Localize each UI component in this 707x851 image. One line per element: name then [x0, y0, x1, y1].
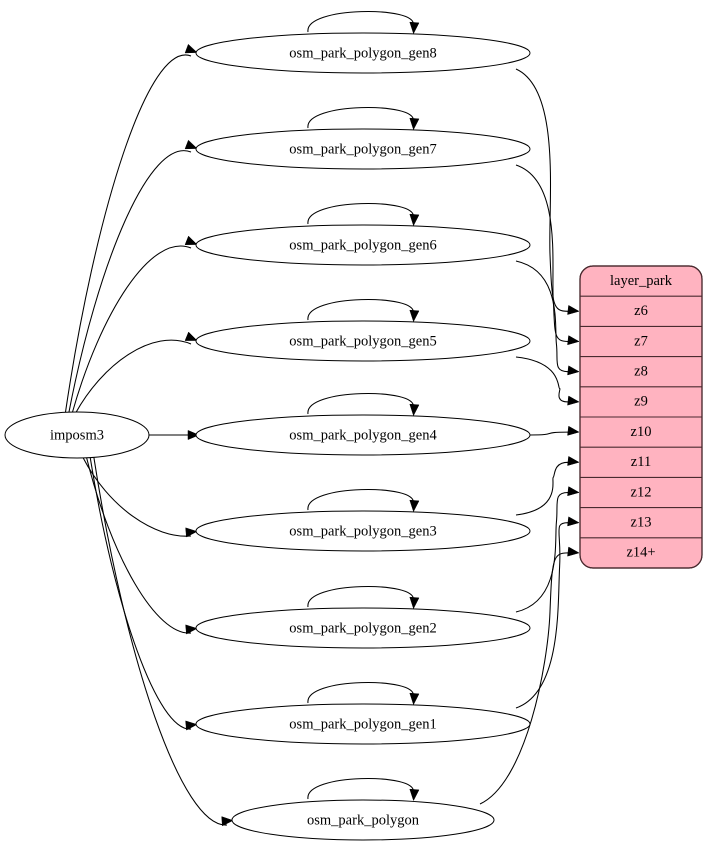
node-gen4-label: osm_park_polygon_gen4: [289, 427, 437, 443]
node-base[interactable]: [231, 799, 495, 841]
self-loop-gen4: [307, 392, 414, 415]
edge-arrowhead-imposm3-gen6: [184, 235, 198, 245]
node-gen3-label: osm_park_polygon_gen3: [289, 523, 436, 539]
node-gen6-label: osm_park_polygon_gen6: [289, 237, 436, 253]
edge-arrowhead-imposm3-gen2: [185, 624, 198, 635]
edge-imposm3-to-gen3: [82, 456, 192, 537]
self-loop-gen3: [307, 488, 414, 511]
self-loop-gen7: [307, 106, 414, 129]
node-gen8[interactable]: [195, 32, 531, 74]
self-loop-arrowhead-gen2: [409, 596, 420, 610]
record-header-label: layer_park: [610, 273, 673, 289]
record-row-label: z10: [631, 424, 652, 440]
node-base-label: osm_park_polygon: [307, 812, 420, 828]
node-gen8-label: osm_park_polygon_gen8: [289, 45, 436, 61]
self-loop-arrowhead-gen4: [409, 403, 420, 417]
record-row-label: z14+: [626, 545, 655, 561]
edge-arrowhead-gen2-row: [567, 486, 580, 497]
record-row-label: z13: [631, 515, 652, 531]
record-row-label: z11: [631, 454, 651, 470]
self-loop-arrowhead-gen5: [409, 309, 420, 323]
edge-arrowhead-imposm3-base: [221, 816, 234, 827]
node-gen2-label: osm_park_polygon_gen2: [289, 620, 436, 636]
self-loops-layer: [307, 10, 420, 802]
record-node-outline: [579, 265, 703, 569]
edge-imposm3-to-gen7: [68, 150, 192, 414]
record-row-label: z7: [634, 333, 648, 349]
node-imposm3-label: imposm3: [50, 427, 104, 443]
self-loop-arrowhead-gen6: [409, 213, 420, 227]
edge-gen1-to-z13: [515, 522, 569, 709]
node-gen1[interactable]: [195, 703, 531, 745]
nodes-layer: imposm3 osm_park_polygon_gen8 osm_park_pol…: [4, 32, 531, 841]
node-gen2[interactable]: [195, 607, 531, 649]
record-row-label: z6: [634, 303, 648, 319]
edge-imposm3-to-gen8: [64, 54, 192, 414]
self-loop-gen2: [307, 585, 414, 608]
edge-gen5-to-z9: [515, 356, 569, 403]
self-loop-arrowhead-gen1: [409, 692, 420, 706]
edge-imposm3-to-gen2: [85, 456, 192, 634]
node-gen1-label: osm_park_polygon_gen1: [289, 716, 436, 732]
edge-imposm3-to-gen1: [89, 456, 192, 730]
edge-arrowhead-imposm3-gen4: [187, 430, 200, 440]
edge-gen4-to-z10: [529, 431, 569, 436]
self-loop-gen1: [307, 681, 414, 704]
node-gen6[interactable]: [195, 224, 531, 266]
edge-gen6-to-z8: [515, 260, 569, 373]
node-gen4[interactable]: [195, 414, 531, 456]
edge-imposm3-to-gen5: [75, 339, 192, 414]
edge-gen2-to-z12: [515, 491, 569, 613]
self-loop-gen5: [307, 298, 414, 321]
edge-arrowhead-gen6-row: [567, 365, 580, 376]
edge-arrowhead-gen5-row: [567, 395, 580, 406]
record-row-label: z9: [634, 394, 648, 410]
self-loop-arrowhead-gen3: [409, 499, 420, 513]
edge-arrowhead-gen1-row: [567, 516, 580, 527]
self-loop-arrowhead-gen8: [409, 21, 420, 35]
record-row-label: z12: [631, 484, 652, 500]
self-loop-gen6: [307, 202, 414, 225]
edge-imposm3-to-base: [93, 456, 228, 826]
edge-arrowhead-imposm3-gen7: [184, 139, 198, 150]
self-loop-arrowhead-gen7: [409, 117, 420, 131]
self-loop-arrowhead-base: [409, 788, 420, 802]
node-gen5[interactable]: [195, 320, 531, 362]
self-loop-base: [307, 777, 414, 800]
record-row-label: z8: [634, 364, 648, 380]
node-gen3[interactable]: [195, 510, 531, 552]
edge-arrowhead-gen4-row: [567, 425, 580, 436]
node-gen5-label: osm_park_polygon_gen5: [289, 333, 436, 349]
edge-imposm3-to-gen6: [71, 245, 192, 414]
edge-arrowhead-gen3-row: [567, 456, 580, 466]
edge-base-to-z14plus: [479, 552, 569, 805]
edges-layer: [64, 43, 580, 827]
record-node-layer: layer_park z6 z7 z8 z9 z10 z11 z12 z13 z14+: [579, 265, 703, 569]
self-loop-gen8: [307, 10, 414, 33]
edge-arrowhead-gen8-row: [567, 305, 580, 315]
edge-arrowhead-imposm3-gen3: [185, 527, 198, 538]
edge-gen8-to-z6: [515, 68, 569, 312]
edge-arrowhead-gen7-row: [567, 335, 580, 346]
edge-arrowhead-imposm3-gen1: [185, 720, 198, 731]
node-gen7[interactable]: [195, 128, 531, 170]
edge-gen3-to-z11: [515, 461, 569, 516]
edge-arrowhead-imposm3-gen8: [184, 43, 198, 54]
edge-gen7-to-z7: [515, 164, 569, 343]
edge-arrowhead-imposm3-gen5: [184, 331, 198, 341]
node-gen7-label: osm_park_polygon_gen7: [289, 141, 436, 157]
edge-arrowhead-base-row: [567, 546, 580, 557]
node-imposm3[interactable]: [4, 411, 150, 459]
